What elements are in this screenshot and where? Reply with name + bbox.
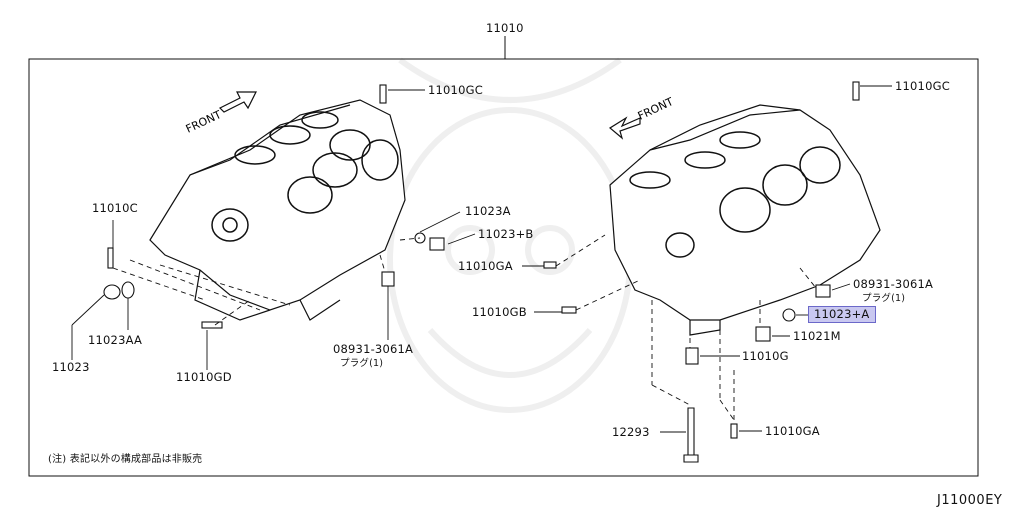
seal-11023a-right [782, 308, 796, 322]
part-label-11023b[interactable]: 11023+B [478, 227, 534, 241]
part-label-08931-left[interactable]: 08931-3061A [333, 342, 414, 356]
part-label-11010gb[interactable]: 11010GB [472, 305, 527, 319]
part-label-11023[interactable]: 11023 [52, 360, 90, 374]
footnote: (注) 表記以外の構成部品は非販売 [48, 454, 203, 465]
part-label-08931-right[interactable]: 08931-3061A [853, 277, 934, 291]
part-label-11010ga-mid[interactable]: 11010GA [458, 259, 513, 273]
dowel-11010g [685, 347, 699, 365]
plug-08931-right [815, 284, 831, 298]
part-label-11010gc-left[interactable]: 11010GC [428, 83, 483, 97]
part-sublabel-plug-right: プラグ(1) [862, 293, 906, 304]
small-parts [103, 81, 860, 463]
pin-ga-bottom [730, 423, 738, 439]
plug-11023b [429, 237, 445, 251]
plug-11021m [755, 326, 771, 342]
pin-gd [201, 321, 223, 329]
right-engine-block [609, 104, 881, 336]
plug-11023 [103, 284, 121, 300]
front-text-right: FRONT [636, 95, 676, 123]
seal-11023aa [121, 281, 135, 299]
part-label-11010gd[interactable]: 11010GD [176, 370, 232, 384]
part-label-11023a-highlighted[interactable]: 11023+A [808, 306, 876, 323]
leader-lines [71, 85, 892, 433]
front-arrow-right [608, 116, 641, 140]
part-label-11010g[interactable]: 11010G [742, 349, 789, 363]
left-engine-block [149, 99, 406, 321]
diagram-frame [28, 58, 979, 477]
pin-ga-mid [543, 261, 557, 269]
front-text-left: FRONT [184, 108, 224, 136]
pin-gc-left [379, 84, 387, 104]
front-arrow-left [218, 91, 257, 113]
part-label-12293[interactable]: 12293 [612, 425, 650, 439]
diagram-title: 11010 [486, 21, 524, 35]
pin-gb [561, 306, 577, 314]
part-label-11010ga-bottom[interactable]: 11010GA [765, 424, 820, 438]
part-label-11010gc-right[interactable]: 11010GC [895, 79, 950, 93]
part-label-11010c[interactable]: 11010C [92, 201, 138, 215]
bolt-12293 [687, 407, 695, 456]
part-sublabel-plug-left: プラグ(1) [340, 358, 384, 369]
diagram-code: J11000EY [937, 493, 1003, 508]
pin-gc-right [852, 81, 860, 101]
dashed-alignment-lines [112, 234, 817, 421]
plug-08931-left [381, 271, 395, 287]
part-label-11023a[interactable]: 11023A [465, 204, 511, 218]
part-label-11021m[interactable]: 11021M [793, 329, 841, 343]
part-label-11023aa[interactable]: 11023AA [88, 333, 143, 347]
pin-c [107, 247, 114, 269]
